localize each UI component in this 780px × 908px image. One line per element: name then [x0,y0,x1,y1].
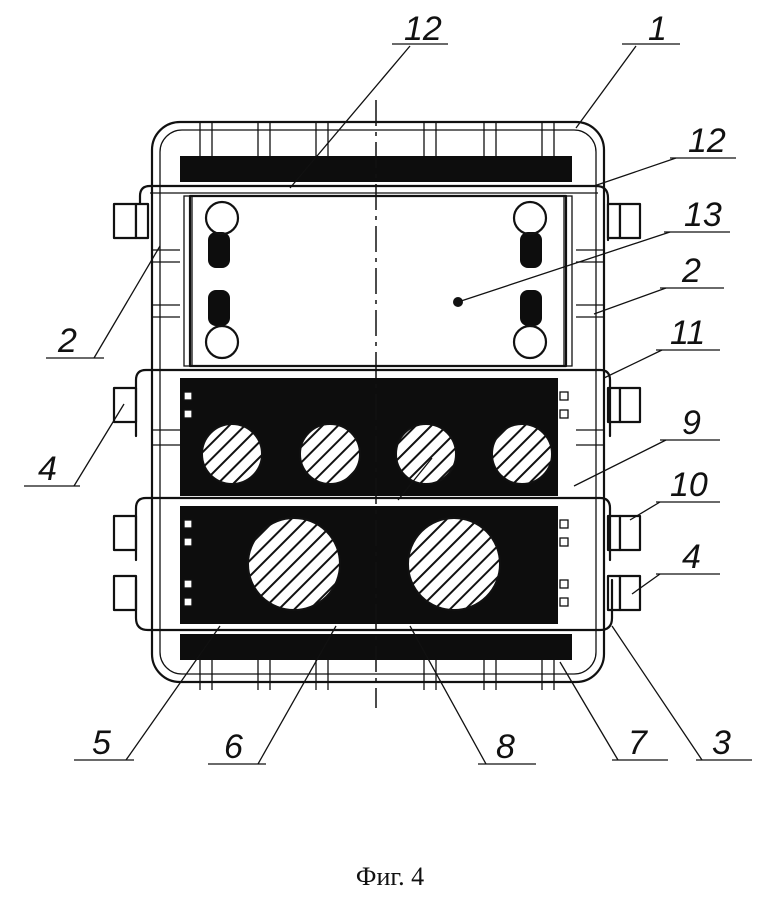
label-4-right: 4 [682,538,701,576]
label-2-left: 2 [57,322,77,360]
label-1: 1 [648,10,667,48]
label-12-top: 12 [404,10,442,48]
figure-caption: Фиг. 4 [0,862,780,892]
label-4-left: 4 [38,450,57,488]
label-6: 6 [224,728,243,766]
label-7: 7 [628,724,648,762]
label-13: 13 [684,196,722,234]
label-8: 8 [496,728,515,766]
label-12-right: 12 [688,122,726,160]
cover-plate [190,196,566,366]
label-10: 10 [670,466,708,504]
label-5: 5 [92,724,111,762]
label-9: 9 [682,404,701,442]
label-2-right: 2 [681,252,701,290]
label-11: 11 [670,314,705,352]
label-3: 3 [712,724,731,762]
seal-block-large [180,506,558,624]
